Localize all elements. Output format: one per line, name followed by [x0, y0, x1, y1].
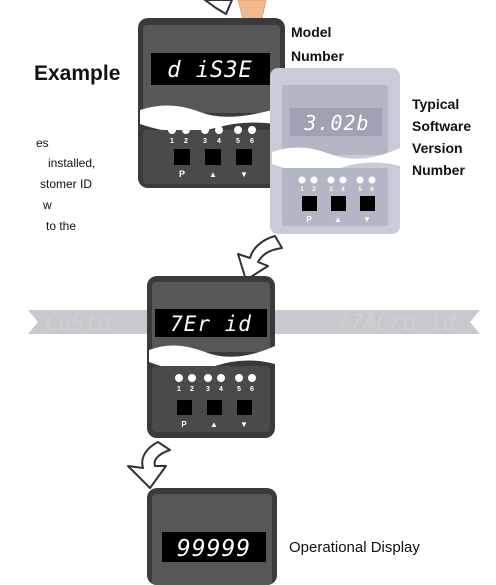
indicator-row: 1 2 3 4 5 6: [175, 374, 256, 393]
version-display-text: 3.02b: [303, 111, 369, 135]
indicator-led: [217, 374, 225, 382]
indicator-number: 4: [219, 386, 223, 393]
indicator-row: 1 2 3 4 5 6: [298, 176, 376, 193]
indicator-number: 5: [237, 386, 241, 393]
up-key[interactable]: [205, 149, 221, 165]
indicator-row: 1 2 3 4 5 6: [168, 126, 256, 145]
indicator-number: 6: [370, 187, 374, 193]
indicator-number: 5: [236, 138, 240, 145]
meter-unit-custom: 7Er id 1 2 3 4 5 6 P ▲ ▼: [147, 276, 275, 438]
indicator-number: 3: [206, 386, 210, 393]
indicator-number: 5: [358, 187, 362, 193]
indicator-led: [175, 374, 183, 382]
indicator-led: [182, 126, 190, 134]
program-key[interactable]: [177, 400, 192, 415]
indicator-number: 3: [203, 138, 207, 145]
indicator-led: [168, 126, 176, 134]
indicator-number: 2: [312, 187, 316, 193]
up-key-label: ▲: [334, 215, 342, 224]
custom-display-text: 7Er id: [170, 312, 252, 336]
down-key-label: ▼: [240, 170, 248, 179]
side-text-line5: to the: [46, 219, 76, 233]
up-key[interactable]: [331, 196, 346, 211]
meter-unit-operational: 99999: [147, 488, 277, 585]
model-display-window: [151, 53, 270, 85]
indicator-led: [234, 126, 242, 134]
example-label: Example: [34, 62, 120, 85]
meter-unit-version: 3.02b 1 2 3 4 5 6 P ▲ ▼: [270, 68, 400, 234]
model-display-text: d iS3E: [167, 58, 252, 83]
program-key[interactable]: [174, 149, 190, 165]
banner-left-text: CuSto: [45, 311, 111, 336]
program-key-label: P: [181, 420, 187, 429]
down-key-label: ▼: [240, 420, 248, 429]
program-key[interactable]: [302, 196, 317, 211]
indicator-number: 1: [300, 187, 304, 193]
up-key-label: ▲: [209, 170, 217, 179]
down-key[interactable]: [360, 196, 375, 211]
side-text-line4: w: [42, 198, 52, 212]
version-label-line2: Software: [412, 118, 471, 134]
indicator-led: [248, 126, 256, 134]
version-display-window: [290, 108, 382, 136]
down-key[interactable]: [236, 149, 252, 165]
model-number-label-line2: Number: [291, 48, 344, 64]
indicator-led: [356, 176, 364, 184]
operational-display-label: Operational Display: [289, 539, 420, 556]
indicator-led: [368, 176, 376, 184]
indicator-led: [204, 374, 212, 382]
side-text-line3: stomer ID: [40, 177, 92, 191]
version-label-line1: Typical: [412, 96, 459, 112]
side-text-line1: es: [36, 136, 49, 150]
indicator-led: [235, 374, 243, 382]
indicator-led: [248, 374, 256, 382]
down-key[interactable]: [237, 400, 252, 415]
indicator-led: [215, 126, 223, 134]
indicator-number: 1: [170, 138, 174, 145]
indicator-led: [310, 176, 318, 184]
side-text-line2: installed,: [48, 156, 95, 170]
model-number-label-line1: Model: [291, 24, 331, 40]
indicator-number: 1: [177, 386, 181, 393]
indicator-number: 2: [184, 138, 188, 145]
top-arrow-left: [203, 0, 234, 16]
meter-unit-model: d iS3E 1 2 3 4 5 6 P ▲ ▼: [138, 18, 285, 188]
indicator-led: [298, 176, 306, 184]
down-key-label: ▼: [363, 215, 371, 224]
indicator-number: 2: [190, 386, 194, 393]
up-key[interactable]: [207, 400, 222, 415]
operational-display-window: [162, 532, 266, 562]
indicator-led: [201, 126, 209, 134]
flow-arrow-1: [237, 235, 283, 281]
indicator-number: 4: [217, 138, 221, 145]
indicator-led: [188, 374, 196, 382]
indicator-number: 4: [341, 187, 345, 193]
version-label-line3: Version: [412, 140, 463, 156]
up-key-label: ▲: [210, 420, 218, 429]
indicator-number: 6: [250, 386, 254, 393]
banner-strip: CuSto 77ACro id: [28, 310, 480, 336]
operational-display-text: 99999: [177, 536, 251, 562]
flow-arrow-2: [127, 441, 171, 489]
custom-display-window: [155, 309, 267, 337]
indicator-number: 3: [329, 187, 333, 193]
program-key-label: P: [306, 215, 312, 224]
version-label-line4: Number: [412, 162, 465, 178]
indicator-led: [339, 176, 347, 184]
indicator-led: [327, 176, 335, 184]
indicator-number: 6: [250, 138, 254, 145]
banner-right-text: 77ACro id: [336, 311, 456, 336]
program-key-label: P: [179, 169, 185, 179]
